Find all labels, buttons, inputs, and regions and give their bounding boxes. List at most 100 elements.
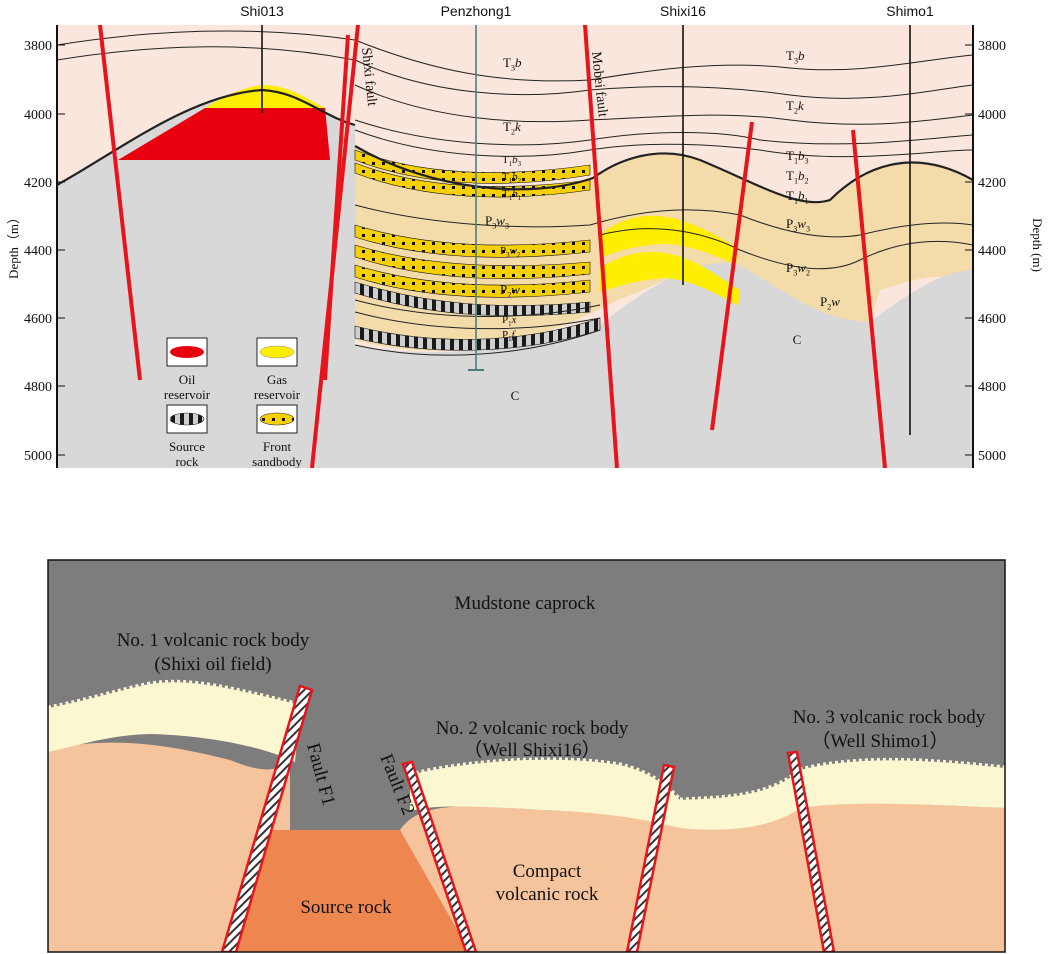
- legend-source-swatch: [169, 412, 205, 426]
- svg-text:4800: 4800: [978, 380, 1006, 395]
- stratum-labels: C C T3b T2k T1b3 T1b2 T1b1 P3w3 P3w2 P2w…: [485, 48, 840, 403]
- legend-oil-label-2: reservoir: [164, 387, 211, 402]
- carboniferous-basement: [57, 90, 973, 468]
- label-t2k-2: T2k: [786, 98, 804, 115]
- tick-4800: 4800 4800: [24, 380, 1006, 395]
- svg-text:4400: 4400: [24, 244, 52, 259]
- label-t1b2-2: T1b2: [786, 168, 809, 185]
- svg-text:4200: 4200: [24, 176, 52, 191]
- svg-text:4000: 4000: [24, 108, 52, 123]
- weathered-crust-2: [410, 759, 1005, 830]
- jagged-top-2: [409, 757, 1005, 803]
- label-t3b-1: T3b: [503, 55, 522, 72]
- fault-f2: [401, 760, 478, 952]
- body1-label-1: No. 1 volcanic rock body: [117, 630, 310, 651]
- label-p3w2-2: P3w2: [786, 260, 810, 277]
- svg-text:4200: 4200: [978, 176, 1006, 191]
- caprock-label: Mudstone caprock: [455, 593, 596, 614]
- svg-text:3800: 3800: [24, 39, 52, 54]
- label-t3b-2: T3b: [786, 48, 805, 65]
- tick-4200: 4200 4200: [24, 176, 1006, 191]
- label-mobei-fault: Mobei fault: [588, 51, 610, 118]
- oil-reservoir-shi013: [118, 108, 330, 160]
- label-p1x-1: P1x: [502, 314, 517, 328]
- fault-f3: [625, 763, 676, 952]
- source-rock-body: [226, 830, 470, 952]
- svg-text:4000: 4000: [978, 108, 1006, 123]
- legend: Oil reservoir Gas reservoir Source rock …: [164, 337, 302, 469]
- svg-text:3800: 3800: [978, 39, 1006, 54]
- depth-axis-title-left: Depth（m）: [6, 211, 21, 279]
- label-t1b1-1: T1b1: [502, 188, 521, 202]
- fault-f1: [220, 684, 314, 952]
- svg-text:4600: 4600: [24, 312, 52, 327]
- legend-gas-label-1: Gas: [267, 372, 287, 387]
- body3-label-1: No. 3 volcanic rock body: [793, 707, 986, 728]
- tick-4000: 4000 4000: [24, 108, 1006, 123]
- fault-shixi16: [710, 121, 754, 431]
- cross-section: C C T3b T2k T1b3 T1b2 T1b1 P3w3 P3w2 P2w…: [57, 25, 973, 469]
- legend-oil-swatch: [170, 346, 204, 358]
- jagged-top-1: [48, 679, 301, 711]
- label-p1f-1: P1f: [502, 329, 517, 343]
- label-t1b3-2: T1b3: [786, 148, 809, 165]
- svg-text:4600: 4600: [978, 312, 1006, 327]
- reservoir-model: Mudstone caprock No. 1 volcanic rock bod…: [48, 560, 1005, 952]
- tick-4600: 4600 4600: [24, 312, 1006, 327]
- compact-label-2: volcanic rock: [496, 884, 599, 905]
- label-c-1: C: [511, 388, 520, 403]
- source-rock-label: Source rock: [300, 897, 392, 918]
- legend-source-label-2: rock: [175, 454, 199, 469]
- legend-sand-swatch: [259, 412, 295, 426]
- body1-label-2: (Shixi oil field): [154, 654, 271, 675]
- compact-label-1: Compact: [513, 861, 582, 882]
- fault-f4: [786, 750, 836, 952]
- legend-sand-label-1: Front: [263, 439, 292, 454]
- fault-shixi-2: [323, 34, 350, 381]
- body2-label-1: No. 2 volcanic rock body: [436, 718, 629, 739]
- svg-text:5000: 5000: [24, 449, 52, 464]
- label-p3w3-1: P3w3: [485, 213, 509, 230]
- legend-sand-label-2: sandbody: [252, 454, 302, 469]
- model-faults: [220, 684, 836, 952]
- tick-5000: 5000 5000: [24, 449, 1006, 464]
- label-c-2: C: [793, 332, 802, 347]
- svg-text:4800: 4800: [24, 380, 52, 395]
- svg-text:5000: 5000: [978, 449, 1006, 464]
- faults: [98, 25, 887, 468]
- label-p2w-2: P2w: [820, 294, 840, 311]
- horizons: [57, 30, 973, 356]
- depth-axis-title-right: Depth (m): [1030, 218, 1045, 272]
- depth-ticks: 3800 3800 4000 4000 4200 4200 4400 4400 4600…: [24, 39, 1006, 464]
- gas-cap-shi013: [205, 85, 325, 108]
- well-name-shi013: Shi013: [240, 3, 284, 19]
- well-name-penzhong1: Penzhong1: [441, 3, 512, 19]
- label-t1b3-1: T1b3: [502, 154, 522, 168]
- label-p2w-1: P2w: [500, 282, 520, 299]
- gas-reservoir-shixi16-lower: [600, 252, 740, 306]
- well-name-shixi16: Shixi16: [660, 3, 706, 19]
- fault-mobei: [583, 25, 619, 468]
- body2-label-2: （Well Shixi16）: [463, 739, 600, 761]
- gas-reservoir-shixi16-upper: [600, 215, 738, 265]
- weathered-crust-1: [48, 682, 300, 762]
- fault-left: [98, 25, 142, 381]
- label-shixi-fault: Shixi fault: [358, 47, 379, 107]
- tick-3800: 3800 3800: [24, 39, 1006, 54]
- label-t1b1-2: T1b1: [786, 188, 809, 205]
- label-t2k-1: T2k: [503, 119, 521, 136]
- legend-source-label-1: Source: [169, 439, 205, 454]
- wells: [261, 25, 911, 435]
- legend-gas-swatch: [259, 345, 295, 359]
- svg-text:4400: 4400: [978, 244, 1006, 259]
- fault-shimo1: [851, 129, 887, 468]
- label-t1b2-1: T1b2: [502, 171, 522, 185]
- label-p3w2-1: P3w2: [500, 245, 521, 259]
- tick-4400: 4400 4400: [24, 244, 1006, 259]
- label-p3w3-2: P3w3: [786, 216, 810, 233]
- model-frame: [47, 559, 1006, 953]
- legend-oil-label-1: Oil: [179, 372, 196, 387]
- well-names: Shi013 Penzhong1 Shixi16 Shimo1: [240, 3, 934, 19]
- legend-gas-label-2: reservoir: [254, 387, 301, 402]
